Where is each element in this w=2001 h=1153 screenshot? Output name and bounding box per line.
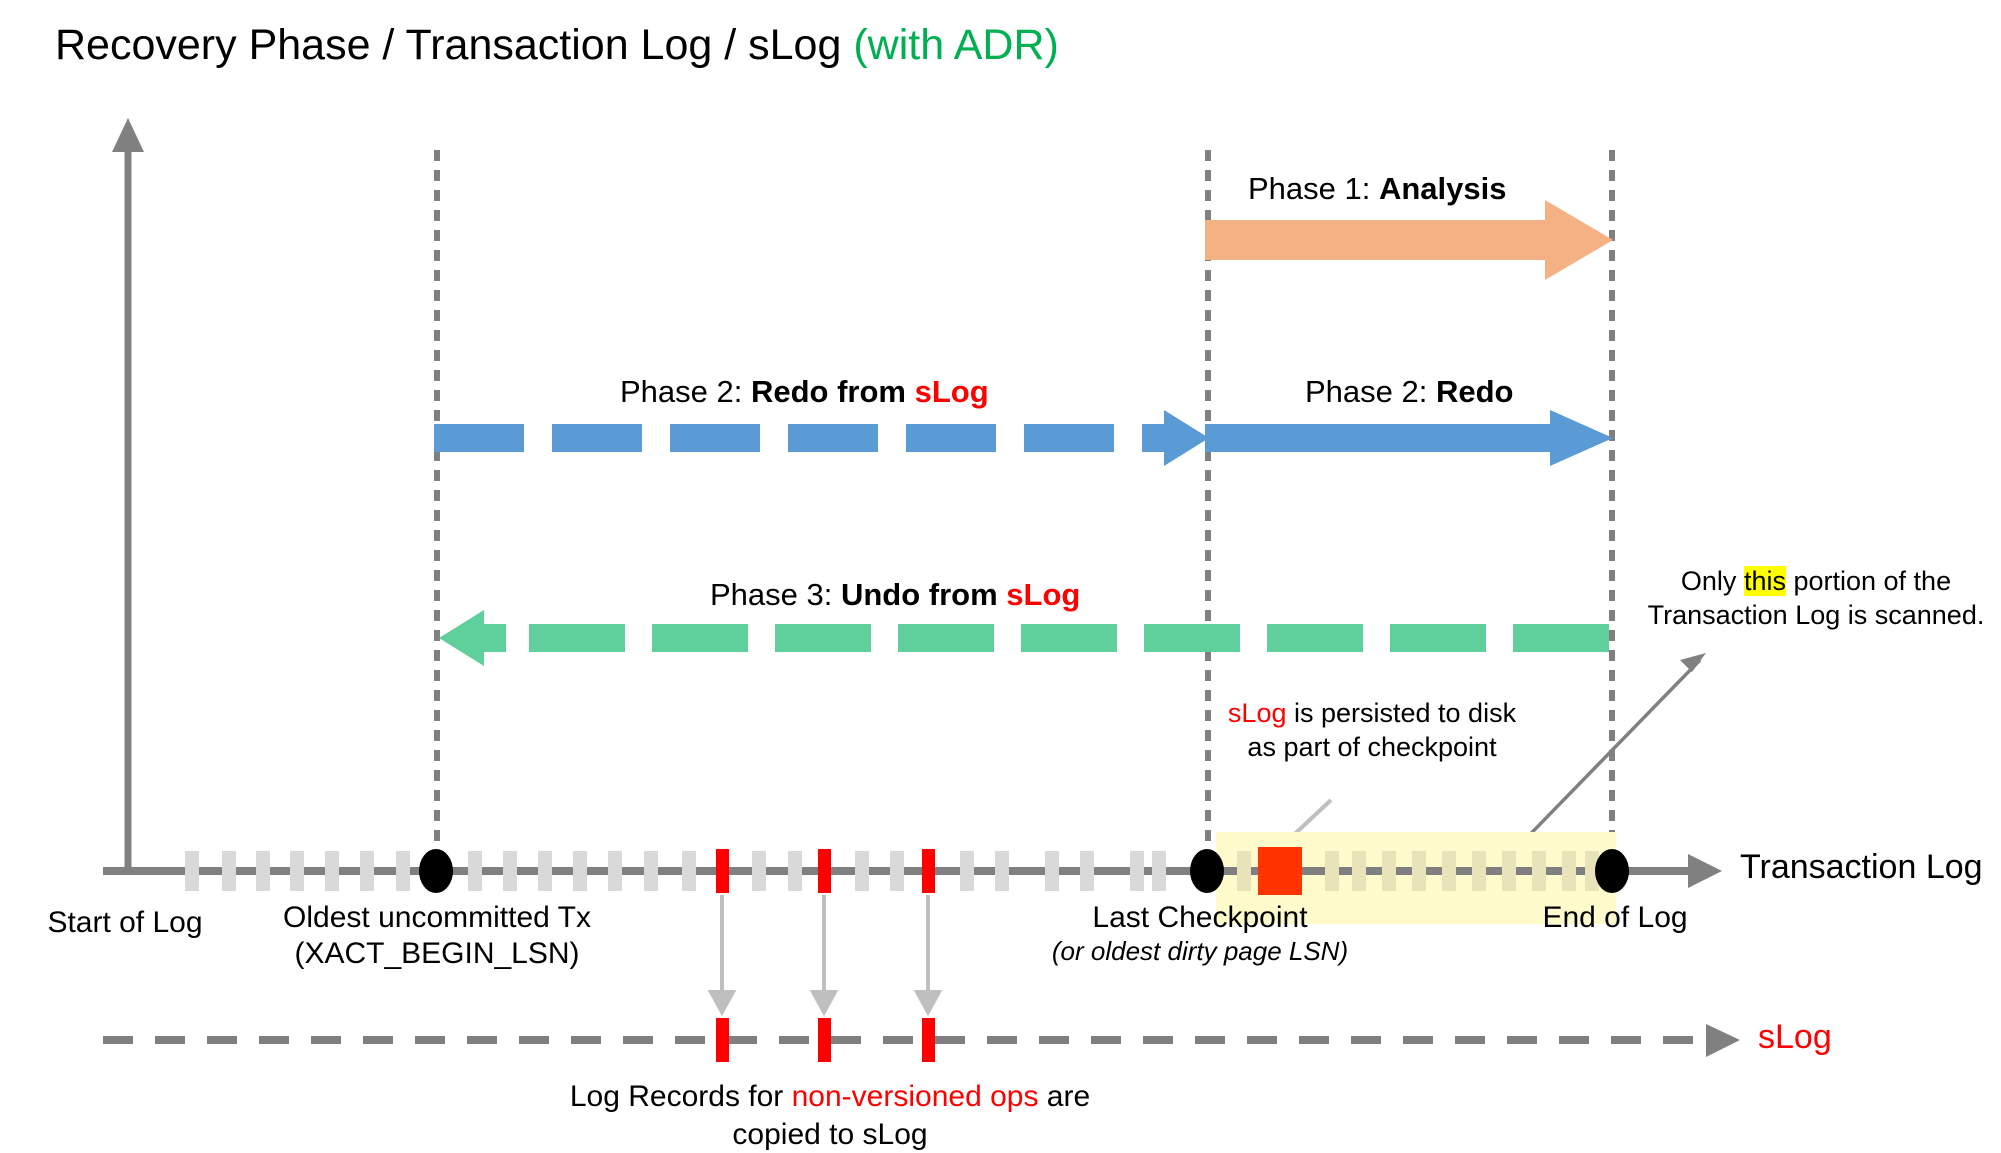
annotation-scan-highlight: this xyxy=(1743,566,1786,596)
annotation-scan-after: portion of the Transaction Log is scanne… xyxy=(1647,566,1985,630)
annotation-copied-before: Log Records for xyxy=(569,1080,792,1113)
axis-label-end-of-log-text: End of Log xyxy=(1542,901,1688,934)
axis-label-oldest-uncommitted-tx-text: Oldest uncommitted Tx xyxy=(283,901,591,934)
axis-label-last-checkpoint-text: Last Checkpoint xyxy=(1092,901,1308,934)
phase1-label: Phase 1: Analysis xyxy=(1248,171,1507,206)
marker-dot-end-of-log xyxy=(1595,849,1629,893)
axis-label-start-of-log-text: Start of Log xyxy=(47,906,203,939)
annotation-slog-persist-rest: is persisted to disk as part of checkpoi… xyxy=(1247,698,1517,762)
phase2-redo-arrow xyxy=(1205,410,1613,466)
transaction-log-line-label: Transaction Log xyxy=(1740,848,1983,887)
phase2-redo-prefix: Phase 2: xyxy=(1305,374,1436,409)
marker-dot-oldest-uncommitted-tx xyxy=(419,849,453,893)
marker-dot-last-checkpoint xyxy=(1190,849,1224,893)
phase1-analysis-arrow xyxy=(1205,200,1613,280)
phase3-undo-label: Phase 3: Undo from sLog xyxy=(710,577,1081,612)
phase1-prefix: Phase 1: xyxy=(1248,171,1379,206)
annotation-copied-to-slog: Log Records for non-versioned ops are co… xyxy=(525,1078,1135,1153)
phase2-redo-label: Phase 2: Redo xyxy=(1305,374,1514,409)
phase3-undo-prefix: Phase 3: xyxy=(710,577,841,612)
phase2-redo-from-slog-arrow xyxy=(434,410,1209,466)
axis-label-last-checkpoint-sub: (or oldest dirty page LSN) xyxy=(1051,936,1349,966)
transaction-log-line-label-text: Transaction Log xyxy=(1740,848,1983,886)
slog-line-label: sLog xyxy=(1758,1018,1832,1057)
axis-label-start-of-log: Start of Log xyxy=(0,905,250,941)
guide-line-last-checkpoint xyxy=(1205,150,1211,872)
guide-line-end-of-log xyxy=(1609,150,1615,872)
nonversioned-op-tick xyxy=(922,849,935,893)
slog-persist-marker xyxy=(1258,847,1302,895)
page-title-main: Recovery Phase / Transaction Log / sLog xyxy=(55,21,854,69)
slog-line xyxy=(103,1036,1713,1044)
phase2-redo-name: Redo xyxy=(1435,374,1514,409)
phase3-undo-accent: sLog xyxy=(1006,577,1081,612)
slog-record-tick xyxy=(716,1018,729,1062)
annotation-slog-persist-accent: sLog xyxy=(1227,698,1287,728)
phase2-slog-accent: sLog xyxy=(914,374,989,409)
slog-line-label-text: sLog xyxy=(1758,1018,1832,1056)
nonversioned-op-tick xyxy=(716,849,729,893)
guide-line-oldest-uncommitted-tx xyxy=(434,150,440,872)
slog-record-tick xyxy=(818,1018,831,1062)
annotation-slog-persist: sLog is persisted to disk as part of che… xyxy=(1222,697,1522,765)
annotation-copied-after: are copied to sLog xyxy=(732,1080,1091,1151)
phase2-slog-label: Phase 2: Redo from sLog xyxy=(620,374,989,409)
phase3-undo-from-slog-arrow xyxy=(439,610,1609,666)
axis-label-oldest-uncommitted-tx-sub: (XACT_BEGIN_LSN) xyxy=(294,937,580,970)
page-title: Recovery Phase / Transaction Log / sLog … xyxy=(55,21,1059,69)
annotation-scan-before: Only xyxy=(1680,566,1744,596)
axis-label-last-checkpoint: Last Checkpoint(or oldest dirty page LSN… xyxy=(1050,900,1350,967)
annotation-copied-accent: non-versioned ops xyxy=(791,1080,1039,1113)
axis-label-oldest-uncommitted-tx: Oldest uncommitted Tx(XACT_BEGIN_LSN) xyxy=(237,900,637,972)
slog-record-tick xyxy=(922,1018,935,1062)
phase3-undo-name: Undo from xyxy=(840,577,1007,612)
annotation-scan-portion: Only this portion of the Transaction Log… xyxy=(1636,565,1996,633)
phase2-slog-prefix: Phase 2: xyxy=(620,374,751,409)
axis-label-end-of-log: End of Log xyxy=(1490,900,1740,936)
nonversioned-op-tick xyxy=(818,849,831,893)
phase2-slog-name: Redo from xyxy=(750,374,915,409)
page-title-accent: (with ADR) xyxy=(853,21,1059,69)
phase1-name: Analysis xyxy=(1378,171,1507,206)
